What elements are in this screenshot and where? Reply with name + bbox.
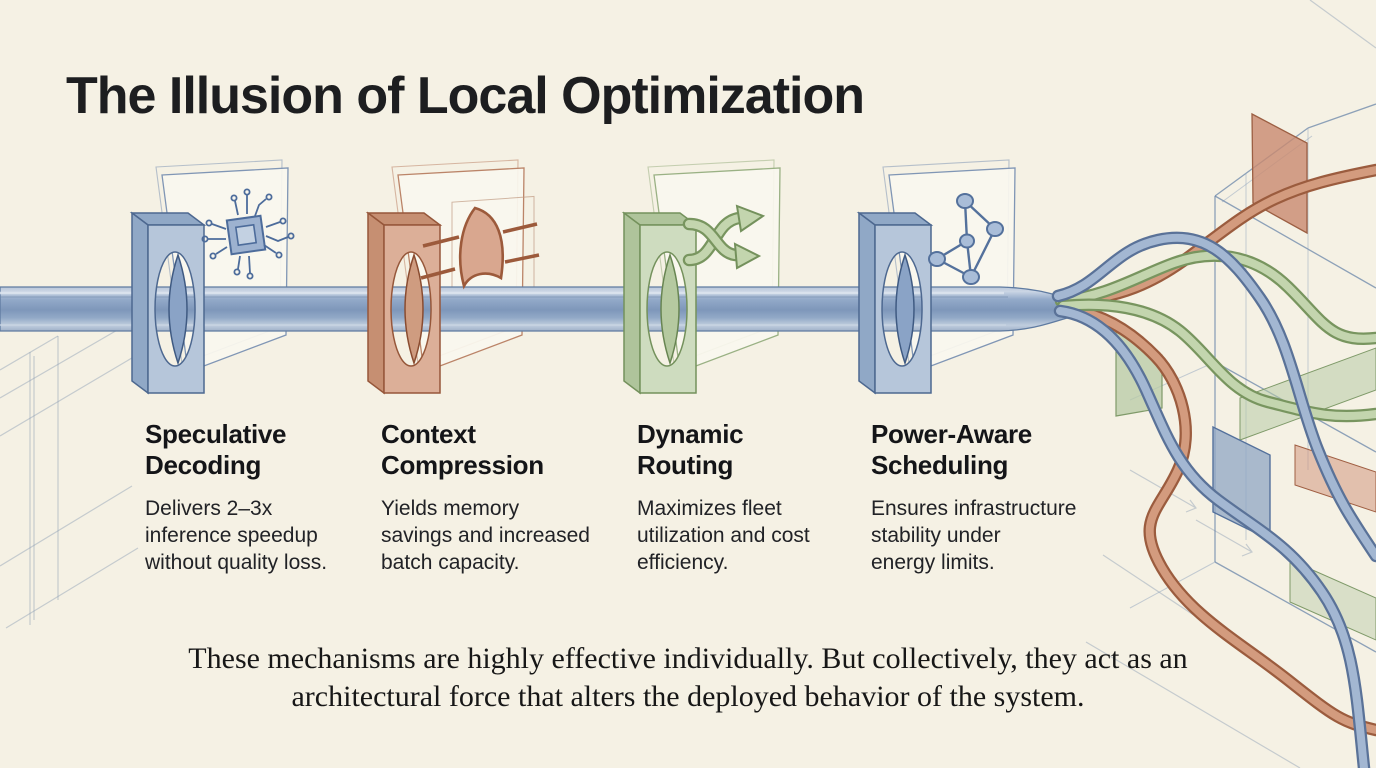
- blueprint-sketch-left: [0, 317, 143, 629]
- chip-icon: [201, 188, 295, 280]
- frame-speculative-decoding: [129, 211, 207, 395]
- station-title: Power-Aware Scheduling: [871, 419, 1032, 481]
- lens-frames: [129, 211, 934, 395]
- network-graph-icon: [928, 193, 1004, 285]
- compression-icon: [420, 206, 540, 290]
- station-title: Dynamic Routing: [637, 419, 744, 481]
- frame-power-aware-scheduling: [856, 211, 934, 395]
- station-description: Ensures infrastructure stability under e…: [871, 497, 1077, 575]
- station-context-compression: Context Compression Yields memory saving…: [381, 419, 631, 577]
- station-dynamic-routing: Dynamic Routing Maximizes fleet utilizat…: [637, 419, 887, 577]
- station-power-aware-scheduling: Power-Aware Scheduling Ensures infrastru…: [871, 419, 1121, 577]
- station-description: Maximizes fleet utilization and cost eff…: [637, 497, 810, 575]
- station-title: Speculative Decoding: [145, 419, 287, 481]
- station-description: Yields memory savings and increased batc…: [381, 497, 590, 575]
- frame-dynamic-routing: [621, 211, 699, 395]
- green-slab: [1239, 347, 1376, 441]
- station-title: Context Compression: [381, 419, 544, 481]
- station-speculative-decoding: Speculative Decoding Delivers 2–3x infer…: [145, 419, 395, 577]
- page-title: The Illusion of Local Optimization: [66, 67, 865, 125]
- station-description: Delivers 2–3x inference speedup without …: [145, 497, 328, 575]
- frame-context-compression: [365, 211, 443, 395]
- shuffle-arrows-icon: [682, 204, 766, 270]
- footer-caption: These mechanisms are highly effective in…: [188, 642, 1188, 713]
